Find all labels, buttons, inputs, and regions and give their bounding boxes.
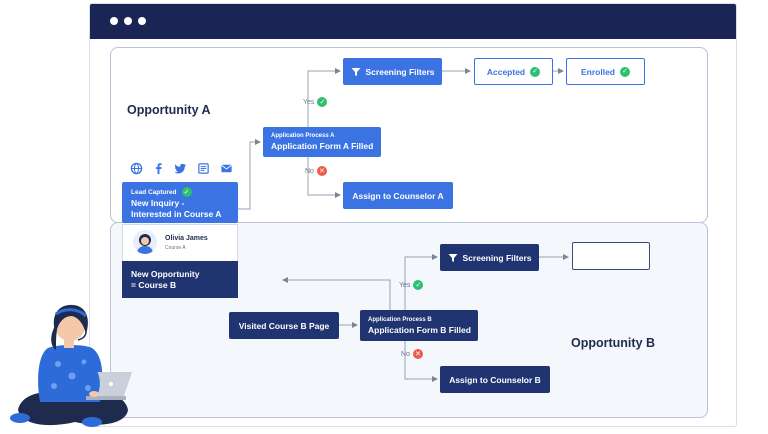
- check-icon: ✓: [317, 97, 328, 107]
- connector-application-b-no: [404, 341, 438, 382]
- empty-result-node[interactable]: [572, 242, 650, 270]
- lead-line-2: Interested in Course A: [131, 209, 222, 219]
- new-opportunity-line-1: New Opportunity: [131, 269, 200, 279]
- profile-name: Olivia James: [165, 235, 208, 242]
- connector-application-a-no: [307, 157, 341, 198]
- connector-application-a-yes: [307, 68, 341, 127]
- facebook-icon: [151, 161, 165, 175]
- profile-card[interactable]: Olivia James Course A: [122, 224, 238, 261]
- connector-application-b-to-new-opportunity: [282, 277, 391, 310]
- lead-captured-tag: Lead Captured ✓: [131, 187, 192, 197]
- opportunity-a-label: Opportunity A: [127, 103, 211, 117]
- application-b-node[interactable]: Application Process B Application Form B…: [360, 310, 478, 341]
- filter-icon: [351, 67, 361, 76]
- new-opportunity-card[interactable]: New Opportunity = Course B: [122, 261, 238, 298]
- application-b-title: Application Form B Filled: [368, 324, 471, 335]
- lead-captured-card[interactable]: Lead Captured ✓ New Inquiry - Interested…: [122, 182, 238, 223]
- filter-icon: [448, 253, 458, 262]
- check-icon: ✓: [413, 280, 424, 290]
- yes-label-a: Yes ✓: [303, 97, 328, 107]
- accepted-node[interactable]: Accepted ✓: [474, 58, 553, 85]
- visited-course-b-node[interactable]: Visited Course B Page: [229, 312, 339, 339]
- yes-label-b: Yes ✓: [399, 280, 424, 290]
- newspaper-icon: [196, 161, 210, 175]
- cross-icon: ✕: [316, 166, 327, 176]
- connector-lead-to-application-a: [238, 139, 261, 210]
- lead-line-1: New Inquiry -: [131, 198, 185, 208]
- twitter-icon: [173, 161, 187, 175]
- window-dot[interactable]: [124, 17, 132, 25]
- screening-filters-a-node[interactable]: Screening Filters: [343, 58, 442, 85]
- opportunity-b-label: Opportunity B: [571, 336, 656, 350]
- check-icon: ✓: [620, 66, 630, 77]
- new-opportunity-line-2: = Course B: [131, 280, 177, 290]
- avatar: [133, 230, 157, 254]
- application-a-caption: Application Process A: [271, 133, 335, 139]
- check-icon: ✓: [181, 187, 192, 197]
- connector-application-b-yes: [404, 254, 438, 310]
- assign-counselor-b-node[interactable]: Assign to Counselor B: [440, 366, 550, 393]
- window-dot[interactable]: [110, 17, 118, 25]
- web-icon: [129, 161, 143, 175]
- window-dot[interactable]: [138, 17, 146, 25]
- no-label-a: No ✕: [305, 166, 327, 176]
- application-a-title: Application Form A Filled: [271, 141, 374, 151]
- person-with-laptop-illustration: [10, 304, 132, 427]
- check-icon: ✓: [530, 66, 541, 77]
- no-label-b: No ✕: [401, 349, 423, 359]
- cross-icon: ✕: [412, 349, 423, 359]
- window-titlebar: [90, 4, 736, 39]
- application-a-node[interactable]: Application Process A Application Form A…: [263, 127, 381, 157]
- application-b-caption: Application Process B: [368, 316, 432, 323]
- screening-filters-b-node[interactable]: Screening Filters: [440, 244, 539, 271]
- enrolled-node[interactable]: Enrolled ✓: [566, 58, 645, 85]
- assign-counselor-a-node[interactable]: Assign to Counselor A: [343, 182, 453, 209]
- email-icon: [219, 161, 233, 175]
- profile-course: Course A: [165, 245, 186, 251]
